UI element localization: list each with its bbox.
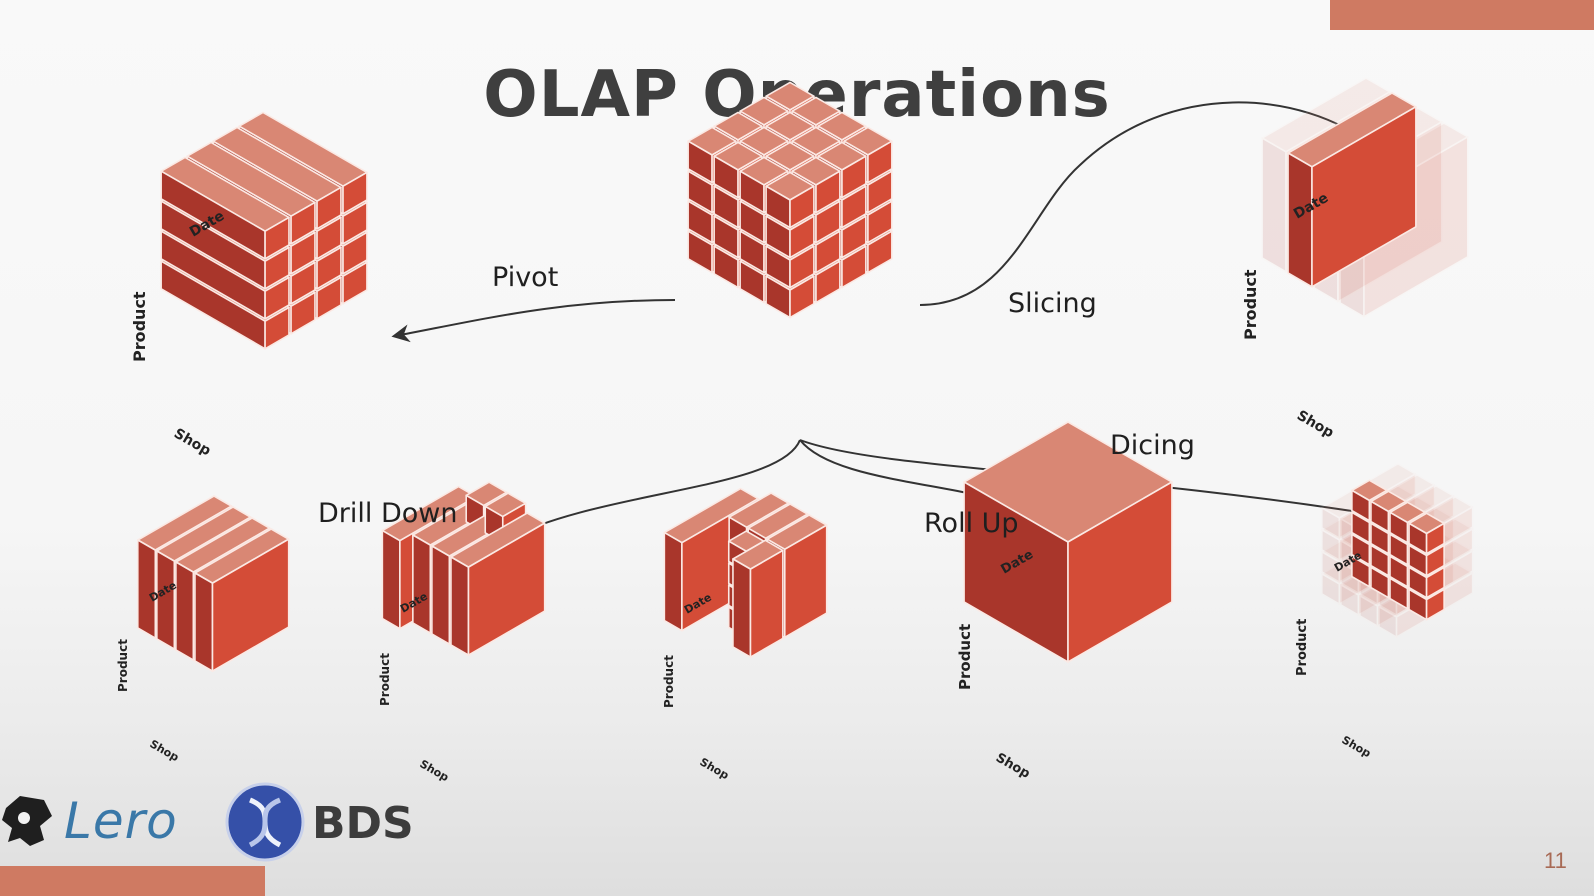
drill-down-cube-1 <box>136 495 290 672</box>
drill-down-arrow <box>501 439 801 542</box>
axis-label-shop: Shop <box>698 755 732 782</box>
cube-face-right <box>316 186 342 230</box>
bds-logo-text: BDS <box>312 798 414 849</box>
axis-label-product: Product <box>116 639 130 692</box>
cube-face-right <box>841 215 867 259</box>
cube-face-right <box>316 246 342 290</box>
cube-face-left <box>1359 594 1379 627</box>
cube-face-right <box>815 200 841 244</box>
axis-label-product: Product <box>130 291 149 362</box>
cube-face-left <box>194 572 214 672</box>
axis-label-product: Product <box>378 653 392 706</box>
cube-face-right <box>841 245 867 289</box>
axis-label-product: Product <box>956 624 974 690</box>
cube-face-left <box>1261 137 1287 273</box>
accent-bar-bottom <box>0 866 265 896</box>
cube-face-right <box>342 201 368 245</box>
cube-face-top <box>1261 77 1391 153</box>
axis-label-shop: Shop <box>171 426 213 460</box>
cube-face-left <box>1320 550 1341 583</box>
cube-face-right <box>342 171 368 215</box>
central-data-cube <box>687 81 893 319</box>
cube-face-right <box>815 230 841 274</box>
cube-face-right <box>1067 481 1173 663</box>
cube-face-right <box>1425 544 1445 577</box>
page-number: 11 <box>1544 848 1567 873</box>
slicing-label: Slicing <box>1008 288 1097 319</box>
cube-face-right <box>342 261 368 305</box>
cube-face-left <box>431 545 451 645</box>
cube-face-right <box>264 306 290 350</box>
cube-face-right <box>1311 106 1417 288</box>
cube-face-left <box>663 531 683 632</box>
drill-down-cube-3 <box>663 487 828 658</box>
cube-face-right <box>290 261 316 305</box>
cube-face-left <box>1320 528 1341 561</box>
axis-label-product: Product <box>1295 619 1310 676</box>
cube-face-right <box>1425 522 1445 555</box>
roll-up-cube <box>963 421 1173 663</box>
cube-face-right <box>467 522 546 656</box>
dicing-cube <box>1320 462 1474 638</box>
cube-face-left <box>175 561 195 661</box>
pivot-cube <box>160 111 368 350</box>
pivot-label: Pivot <box>492 262 559 293</box>
cube-face-right <box>1425 588 1445 621</box>
cube-face-left <box>450 556 470 656</box>
axis-label-shop: Shop <box>148 737 182 764</box>
cube-face-right <box>789 185 815 229</box>
axis-label-product: Product <box>662 655 676 708</box>
axis-label-shop: Shop <box>1340 733 1374 760</box>
dicing-label: Dicing <box>1110 430 1195 461</box>
cube-face-right <box>211 538 290 672</box>
lero-logo-icon <box>2 796 52 846</box>
pivot-arrow <box>391 299 676 343</box>
slicing-cube <box>1261 77 1469 318</box>
cube-face-right <box>841 185 867 229</box>
cube-face-left <box>381 529 401 630</box>
cube-face-right <box>789 275 815 319</box>
cube-face-left <box>732 558 752 658</box>
lero-logo-text: Lero <box>64 792 178 850</box>
axis-label-product: Product <box>1241 269 1260 340</box>
cube-face-right <box>867 170 893 214</box>
cube-face-right <box>1425 566 1445 599</box>
cube-face-right <box>264 216 290 260</box>
cube-face-right <box>316 276 342 320</box>
cube-face-left <box>1320 572 1341 605</box>
cube-face-right <box>789 245 815 289</box>
roll-up-label: Roll Up <box>924 508 1019 539</box>
cube-face-right <box>290 231 316 275</box>
cube-face-right <box>264 246 290 290</box>
cube-face-right <box>783 524 828 639</box>
drill-down-cube-2 <box>381 481 546 656</box>
cube-face-right <box>264 276 290 320</box>
slicing-arrow <box>919 101 1375 306</box>
cube-face-right <box>841 155 867 199</box>
cube-face-left <box>1320 506 1341 539</box>
cube-face-right <box>749 549 784 658</box>
cube-face-right <box>867 140 893 184</box>
cube-face-right <box>290 291 316 335</box>
axis-label-shop: Shop <box>418 757 452 784</box>
cube-face-left <box>412 534 432 634</box>
cube-face-right <box>316 216 342 260</box>
cube-face-left <box>1340 583 1360 616</box>
drill-down-label: Drill Down <box>318 498 458 529</box>
cube-face-right <box>789 215 815 259</box>
cube-face-right <box>867 200 893 244</box>
cube-face-left <box>1378 605 1398 638</box>
bds-logo-icon <box>225 782 305 862</box>
cube-face-right <box>815 260 841 304</box>
axis-label-shop: Shop <box>1294 408 1336 442</box>
axis-label-shop: Shop <box>993 750 1032 781</box>
cube-face-right <box>867 230 893 274</box>
accent-bar-top <box>1330 0 1594 30</box>
cube-face-right <box>290 201 316 245</box>
cube-face-right <box>342 231 368 275</box>
cube-face-right <box>815 170 841 214</box>
